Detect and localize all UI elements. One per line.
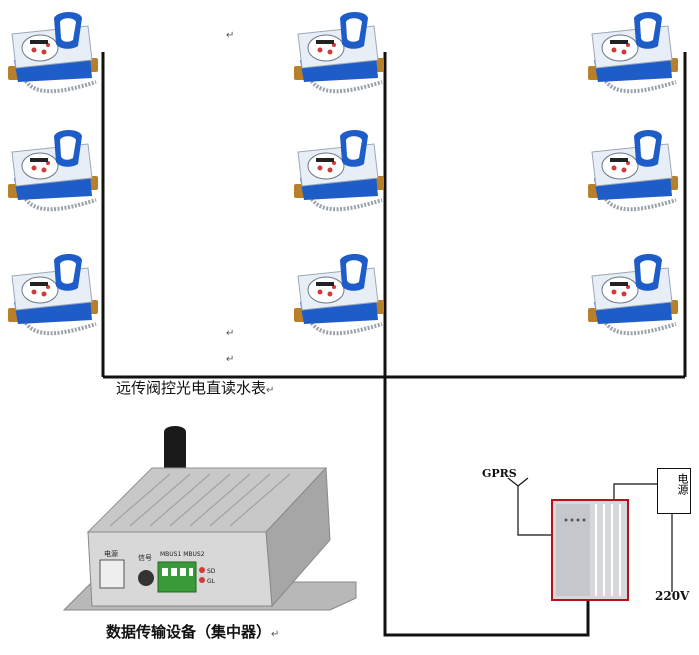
power-supply-box: 电源 [657, 468, 691, 514]
status-led [199, 567, 205, 573]
return-mark: ↵ [266, 385, 275, 396]
signal-port [138, 570, 154, 586]
panel-label-mbus: MBUS1 MBUS2 [160, 551, 205, 558]
water-meter [292, 10, 386, 94]
power-feed-wire [613, 483, 657, 500]
meters-caption: 远传阀控光电直读水表↵ [116, 379, 275, 397]
panel-label-sd: SD [207, 568, 216, 575]
return-mark: ↵ [271, 629, 280, 640]
water-meter [6, 10, 100, 94]
water-meter [6, 252, 100, 336]
status-led [199, 577, 205, 583]
concentrator-caption: 数据传输设备（集中器）↵ [106, 623, 280, 641]
panel-label-power: 电源 [104, 549, 118, 558]
concentrator-device: 电源 信号 MBUS1 MBUS2 SD GL [62, 426, 357, 611]
antenna-wire [517, 486, 552, 536]
power-port [99, 559, 125, 589]
water-meter [586, 10, 680, 94]
power-label: 电源 [676, 473, 689, 495]
voltage-label: 220V [655, 589, 690, 603]
gprs-module [551, 499, 629, 601]
water-meter [586, 128, 680, 212]
water-meter [292, 252, 386, 336]
return-mark: ↵ [226, 30, 235, 41]
return-mark: ↵ [226, 354, 235, 365]
water-meter [586, 252, 680, 336]
gprs-label: GPRS [482, 467, 517, 480]
mbus-terminal-block [157, 561, 197, 593]
water-meter [292, 128, 386, 212]
antenna-icon [507, 477, 529, 487]
antenna-icon [164, 426, 186, 470]
concentrator-link-wire [383, 377, 590, 637]
panel-label-gl: GL [207, 578, 216, 585]
water-meter [6, 128, 100, 212]
panel-label-signal: 信号 [138, 553, 152, 562]
return-mark: ↵ [226, 328, 235, 339]
heat-sink-fins [109, 473, 291, 527]
